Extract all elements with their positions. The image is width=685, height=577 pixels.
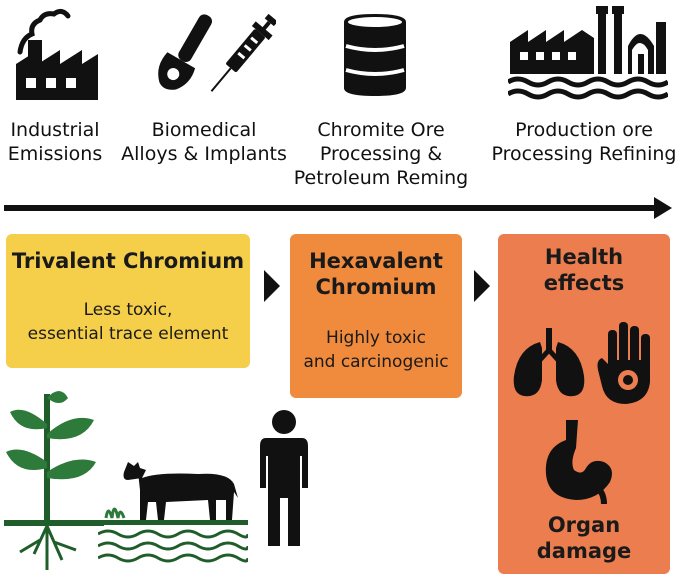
health-title-1: Health — [544, 245, 624, 269]
hexavalent-desc-2: and carcinogenic — [303, 352, 449, 372]
source-line: Petroleum Reming — [293, 167, 469, 189]
source-line: Processing & — [319, 143, 443, 165]
hexavalent-card: Hexavalent Chromium Highly toxic and car… — [290, 234, 462, 398]
trivalent-title: Trivalent Chromium — [11, 249, 245, 273]
hexavalent-desc-1: Highly toxic — [326, 328, 426, 348]
health-title-2: effects — [543, 271, 625, 295]
source-label-industrial: Industrial Emissions — [0, 118, 110, 166]
hand-icon — [597, 322, 650, 404]
source-label-biomedical: Biomedical Alloys & Implants — [120, 118, 288, 166]
source-line: Processing Refining — [491, 143, 677, 165]
source-line: Chromite Ore — [317, 119, 445, 141]
source-label-chromite: Chromite Ore Processing & Petroleum Remi… — [286, 118, 476, 190]
hexavalent-title-1: Hexavalent — [309, 249, 443, 273]
cow-icon — [98, 462, 248, 563]
barrel-icon — [344, 14, 406, 96]
plant-icon — [4, 391, 104, 570]
chevron-right-icon — [474, 270, 490, 302]
stomach-icon — [545, 420, 612, 504]
lungs-icon — [513, 328, 585, 397]
implant-syringe-icon — [158, 13, 276, 92]
source-line: Biomedical — [151, 119, 257, 141]
chevron-right-icon — [264, 270, 280, 302]
source-label-production: Production ore Processing Refining — [484, 118, 684, 166]
trivalent-desc-2: essential trace element — [27, 324, 229, 344]
trivalent-desc-1: Less toxic, — [83, 300, 173, 320]
health-footer-2: damage — [536, 539, 632, 563]
source-line: Industrial — [10, 119, 100, 141]
source-line: Production ore — [515, 119, 653, 141]
source-line: Alloys & Implants — [121, 143, 287, 165]
person-icon — [260, 410, 308, 546]
source-line: Emissions — [7, 143, 103, 165]
factory-icon — [16, 8, 98, 100]
trivalent-card: Trivalent Chromium Less toxic, essential… — [6, 234, 250, 368]
refinery-icon — [508, 6, 668, 100]
flow-arrow — [4, 197, 672, 219]
health-card: Health effects Organ damage — [498, 234, 670, 574]
health-footer-1: Organ — [547, 513, 621, 537]
hexavalent-title-2: Chromium — [315, 275, 437, 299]
